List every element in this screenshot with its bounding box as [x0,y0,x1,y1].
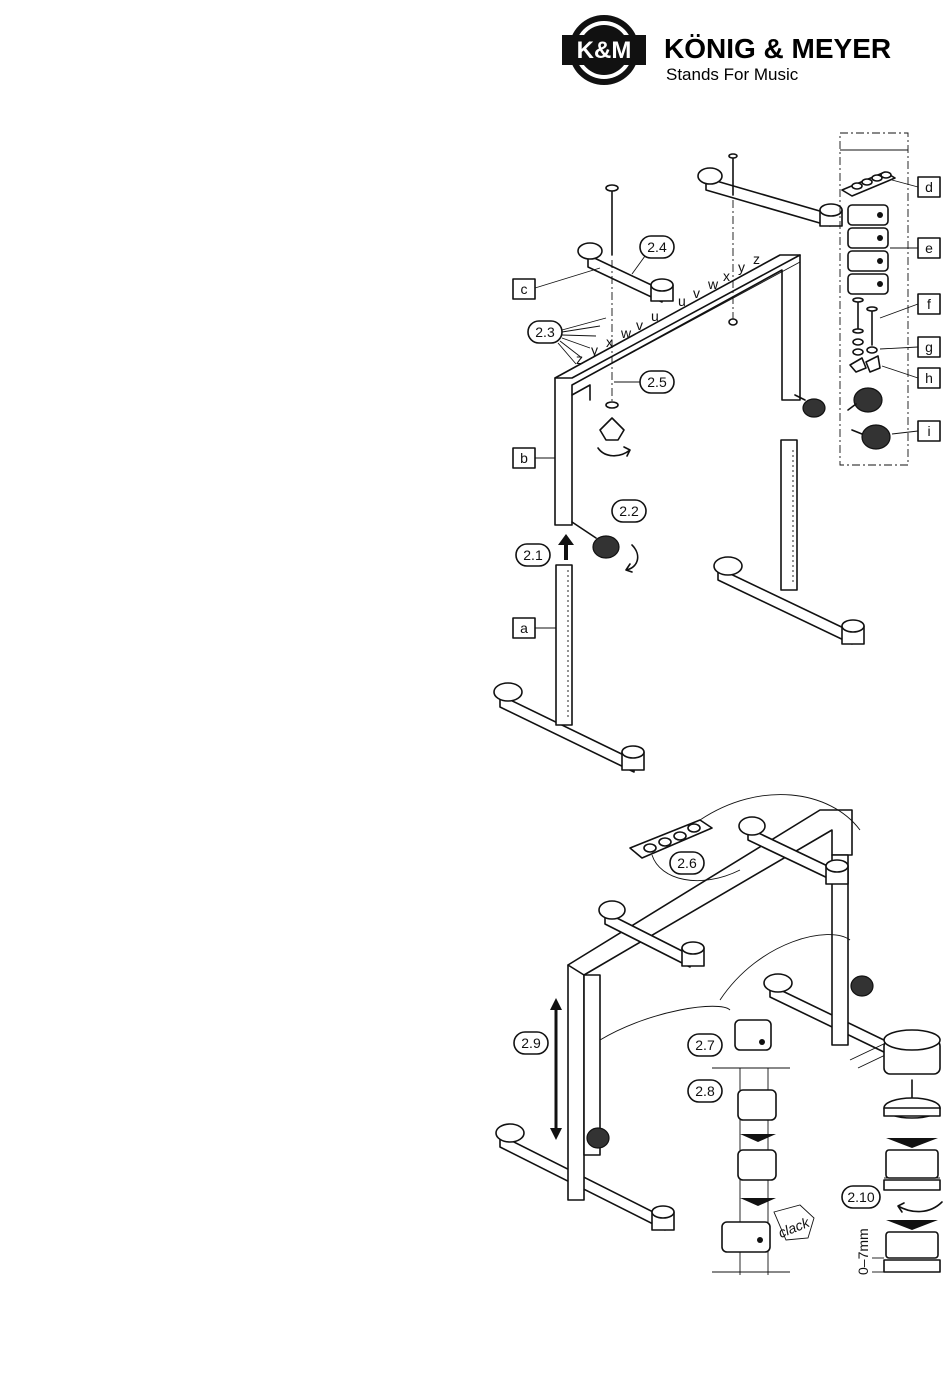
part-label-b: b [513,448,555,468]
svg-text:z: z [576,351,583,367]
left-foot [494,565,644,772]
step-2-6: 2.6 [670,852,704,874]
svg-text:y: y [591,342,598,358]
part-label-f: f [880,294,940,318]
knob-left-icon [572,522,638,572]
svg-text:2.2: 2.2 [619,503,639,519]
svg-text:2.1: 2.1 [523,547,543,563]
brand-tagline: Stands For Music [666,65,799,84]
clamps-icon [848,205,888,294]
step-2-1: 2.1 [516,544,550,566]
top-support-bar-right [698,154,842,226]
wing-nuts-icon [850,356,880,372]
svg-text:2.5: 2.5 [647,374,667,390]
step-2-2: 2.2 [612,500,646,522]
svg-text:x: x [723,268,730,284]
svg-text:v: v [636,317,643,333]
clamp-detail-figure: 2.7 2.8 clack [688,1020,814,1275]
svg-text:v: v [693,285,700,301]
part-label-e: e [890,238,940,258]
svg-text:2.10: 2.10 [847,1189,874,1205]
svg-text:2.8: 2.8 [695,1083,715,1099]
svg-text:h: h [925,370,933,386]
svg-text:f: f [927,296,931,312]
washers-icon [853,339,877,355]
svg-text:a: a [520,620,528,636]
knobs-icon [848,388,890,449]
svg-text:2.9: 2.9 [521,1035,541,1051]
svg-text:z: z [753,251,760,267]
step-2-4: 2.4 [632,236,674,274]
part-label-h: h [882,366,940,388]
insert-arrow [558,534,574,560]
felt-pads-icon [842,172,895,196]
step-2-5: 2.5 [614,371,674,393]
brand-monogram: K&M [577,37,632,64]
svg-text:c: c [521,281,528,297]
part-label-i: i [892,421,940,441]
part-label-c: c [513,268,600,299]
parts-list-box: d e f g h i [840,133,940,465]
finished-stand-figure: 2.6 2.9 [496,795,900,1230]
gap-label: 0–7mm [855,1228,871,1275]
svg-text:2.4: 2.4 [647,239,667,255]
svg-text:w: w [707,276,719,292]
right-foot [714,440,864,644]
svg-text:y: y [738,259,745,275]
svg-text:g: g [925,339,933,355]
step-2-8: 2.8 [688,1080,722,1102]
brand-name: KÖNIG & MEYER [664,33,891,64]
clamp-icon [735,1020,771,1050]
svg-text:w: w [620,325,632,341]
svg-text:2.6: 2.6 [677,855,697,871]
step-2-7: 2.7 [688,1034,722,1056]
step-2-10: 2.10 [842,1186,880,1208]
svg-text:e: e [925,240,933,256]
bolts-icon [853,298,877,345]
svg-text:b: b [520,450,528,466]
part-label-g: g [880,337,940,357]
part-label-a: a [513,618,556,638]
clack-label: clack [776,1214,812,1241]
stand-assembly-figure: z y x w v u u v w x y z [494,154,864,772]
svg-text:d: d [925,179,933,195]
svg-text:u: u [678,293,686,309]
part-label-d: d [892,177,940,197]
svg-text:u: u [651,308,659,324]
foot-leveler-detail-figure: 2.10 0–7mm [842,1030,942,1275]
step-2-9: 2.9 [514,1032,548,1054]
brand-logo: K&M [562,15,646,85]
svg-text:2.3: 2.3 [535,324,555,340]
svg-text:2.7: 2.7 [695,1037,715,1053]
svg-text:i: i [927,423,930,439]
wing-nut-icon [598,402,630,456]
height-adjust-arrow [550,998,562,1140]
